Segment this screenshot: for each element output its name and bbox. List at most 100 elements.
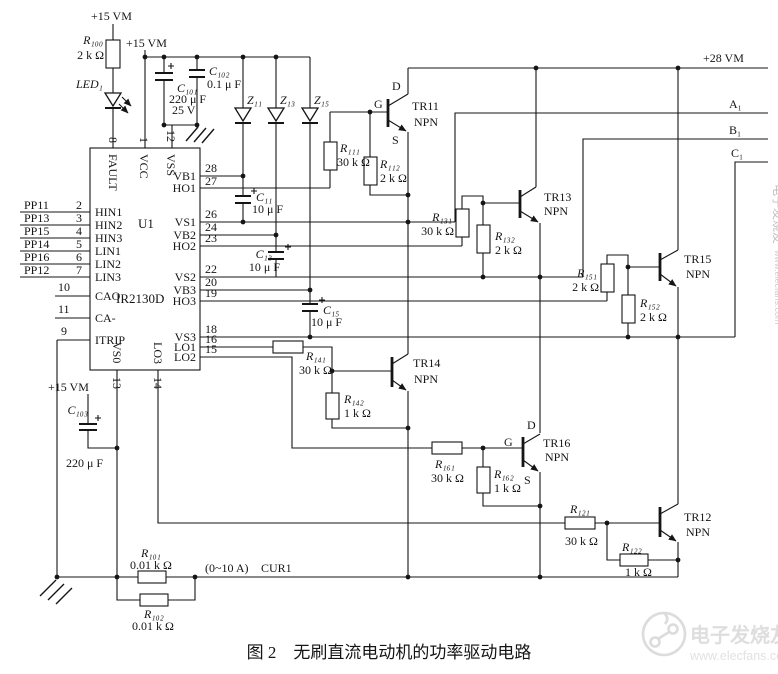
capacitor-c103-symbol — [79, 415, 101, 431]
c13-val-label: 10 μ F — [249, 260, 280, 274]
capacitor-c11-symbol — [235, 188, 257, 204]
resistor-r112 — [363, 156, 378, 186]
pin4-num: 4 — [76, 224, 82, 238]
pin10-num: 10 — [58, 280, 70, 294]
c15-ref-label: C₁₅ — [323, 303, 339, 317]
led1-ref-label: LED₁ — [75, 77, 103, 91]
pin-lo3: LO3 — [151, 342, 165, 364]
transistor-tr12-symbol — [658, 503, 679, 542]
zener-z15-symbol — [300, 107, 320, 124]
tr12-type-label: NPN — [686, 525, 710, 539]
pin6-num: 6 — [76, 250, 82, 264]
tr16-g-label: G — [504, 435, 513, 449]
pin-vss: VSS — [164, 154, 178, 176]
r132-val-label: 2 k Ω — [495, 243, 522, 257]
watermark-url: www.elecfans.com — [689, 649, 778, 663]
r100-ref-label: R₁₀₀ — [82, 33, 103, 47]
transistor-tr13-symbol — [518, 186, 539, 223]
c11-ref-label: C₁₁ — [256, 190, 272, 204]
tr16-ref-label: TR16 — [543, 436, 570, 450]
tr14-type-label: NPN — [414, 372, 438, 386]
tr13-type-label: NPN — [544, 204, 568, 218]
c102-val-label: 0.1 μ F — [207, 77, 241, 91]
pin5-num: 5 — [76, 237, 82, 251]
resistor-r102 — [139, 593, 169, 607]
z15-ref-label: Z₁₅ — [314, 93, 329, 107]
zener-z11-symbol — [233, 107, 253, 124]
c103-val-label: 220 μ F — [66, 456, 103, 470]
pin-ho1: HO1 — [173, 181, 196, 195]
resistor-r121 — [564, 516, 596, 530]
tr14-ref-label: TR14 — [413, 356, 440, 370]
watermark-brand: 电子发烧友 — [690, 623, 778, 647]
pp16-label: PP16 — [24, 250, 49, 264]
watermark-url-vertical: www.elecfans.com — [773, 249, 778, 325]
r101-val-label: 0.01 k Ω — [130, 558, 172, 572]
tr13-ref-label: TR13 — [544, 190, 571, 204]
pin1-num: 1 — [137, 137, 151, 143]
pin3-num: 3 — [76, 211, 82, 225]
c103-ref-label: C₁₀₃ — [67, 403, 88, 417]
resistor-r122 — [619, 553, 649, 567]
pin-vs0: VS0 — [110, 342, 124, 363]
r162-val-label: 1 k Ω — [494, 481, 521, 495]
pin19-num: 19 — [205, 286, 217, 300]
pin16-num: 16 — [205, 332, 217, 346]
pin24-num: 24 — [205, 220, 217, 234]
pin-vb2: VB2 — [173, 228, 196, 242]
ic-ir2130d-body — [89, 147, 201, 371]
transistor-tr11-symbol — [386, 93, 409, 132]
cur1-label: CUR1 — [261, 561, 292, 575]
pin-hin3: HIN3 — [95, 231, 122, 245]
r161-ref-label: R₁₆₁ — [434, 457, 455, 471]
r122-ref-label: R₁₂₂ — [621, 540, 642, 554]
tr16-type-label: NPN — [545, 450, 569, 464]
elecfans-logo — [641, 611, 687, 657]
tr11-ref-label: TR11 — [412, 99, 439, 113]
pin23-num: 23 — [205, 231, 217, 245]
pin2-num: 2 — [76, 198, 82, 212]
pin9-num: 9 — [61, 324, 67, 338]
c102-ref-label: C₁₀₂ — [209, 64, 230, 78]
pp15-label: PP15 — [24, 224, 49, 238]
pin28-num: 28 — [205, 161, 217, 175]
c101-ref-label: C₁₀₁ — [177, 81, 198, 95]
pin-lin2: LIN2 — [95, 257, 121, 271]
watermark-brand-vertical: 电子发烧友 — [771, 184, 778, 244]
pin-hin1: HIN1 — [95, 205, 122, 219]
c13-ref-label: C₁₃ — [256, 247, 272, 261]
resistor-r162 — [476, 466, 491, 494]
r152-val-label: 2 k Ω — [640, 310, 667, 324]
pin12-num: 12 — [164, 130, 178, 142]
r142-ref-label: R₁₄₂ — [343, 392, 364, 406]
phase-a1-label: A₁ — [729, 97, 742, 111]
r112-ref-label: R₁₁₂ — [379, 157, 400, 171]
resistor-r151 — [600, 263, 615, 293]
pin27-num: 27 — [205, 174, 217, 188]
pp13-label: PP13 — [24, 211, 49, 225]
pin-fault: FAULT — [106, 154, 120, 191]
phase-b1-label: B₁ — [729, 123, 741, 137]
r142-val-label: 1 k Ω — [344, 406, 371, 420]
pin-ca-minus: CA- — [95, 311, 116, 325]
pin-itrip: ITRIP — [95, 333, 125, 347]
pin20-num: 20 — [205, 275, 217, 289]
pin-ho3: HO3 — [173, 294, 196, 308]
pin26-num: 26 — [205, 207, 217, 221]
tr15-ref-label: TR15 — [684, 252, 711, 266]
vm15-label-3: +15 VM — [48, 380, 89, 394]
c101-val-label: 220 μ F — [169, 92, 206, 106]
capacitor-c101-symbol — [155, 63, 174, 81]
v28-label: +28 VM — [703, 51, 744, 65]
ic-part-label: IR2130D — [116, 291, 164, 306]
pin11-num: 11 — [58, 302, 70, 316]
wires — [20, 24, 768, 601]
r161-val-label: 30 k Ω — [431, 471, 464, 485]
r112-val-label: 2 k Ω — [380, 171, 407, 185]
r132-ref-label: R₁₃₂ — [494, 229, 515, 243]
pin-vs3: VS3 — [175, 330, 196, 344]
r100-val-label: 2 k Ω — [77, 48, 104, 62]
tr11-g-label: G — [374, 97, 383, 111]
